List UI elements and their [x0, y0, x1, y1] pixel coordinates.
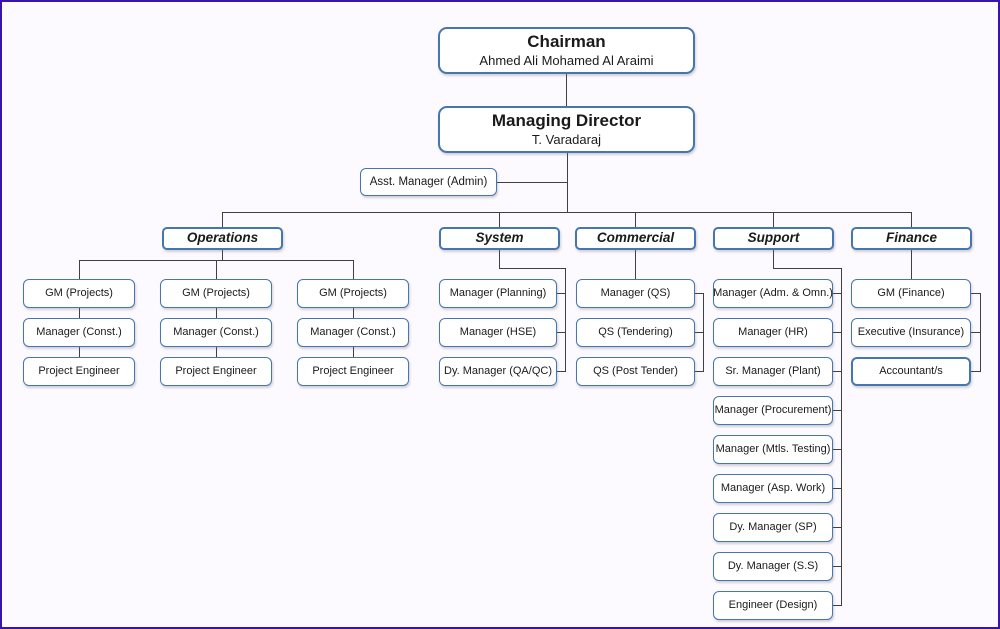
- connector-line: [695, 293, 703, 294]
- node-manager-hr: Manager (HR): [713, 318, 833, 347]
- connector-line: [499, 268, 566, 269]
- connector-line: [216, 260, 217, 279]
- connector-line: [773, 268, 841, 269]
- node-gm-projects-2: GM (Projects): [160, 279, 272, 308]
- connector-line: [971, 293, 980, 294]
- connector-line: [79, 308, 80, 318]
- connector-line: [773, 250, 774, 268]
- node-qs-post-tender: QS (Post Tender): [576, 357, 695, 386]
- node-dy-manager-ss: Dy. Manager (S.S): [713, 552, 833, 581]
- node-subtitle: T. Varadaraj: [531, 131, 602, 147]
- connector-line: [833, 605, 841, 606]
- connector-line: [353, 260, 354, 279]
- connector-chairman-md: [566, 74, 567, 106]
- node-dy-manager-sp: Dy. Manager (SP): [713, 513, 833, 542]
- connector-stub-support: [773, 212, 774, 227]
- connector-line: [911, 250, 912, 279]
- node-engineer-design: Engineer (Design): [713, 591, 833, 620]
- connector-line: [833, 410, 841, 411]
- node-manager-const-1: Manager (Const.): [23, 318, 135, 347]
- connector-stub-operations: [222, 212, 223, 227]
- division-header-commercial: Commercial: [575, 227, 696, 250]
- node-manager-procurement: Manager (Procurement): [713, 396, 833, 425]
- connector-line: [833, 332, 841, 333]
- connector-line: [833, 293, 841, 294]
- connector-line: [557, 371, 565, 372]
- connector-line: [833, 566, 841, 567]
- node-gm-projects-3: GM (Projects): [297, 279, 409, 308]
- connector-main-horizontal: [222, 212, 912, 213]
- connector-line: [216, 308, 217, 318]
- node-managing-director: Managing Director T. Varadaraj: [438, 106, 695, 153]
- connector-stub-commercial: [635, 212, 636, 227]
- connector-line: [833, 449, 841, 450]
- connector-line: [216, 347, 217, 357]
- connector-line: [833, 488, 841, 489]
- node-accountants: Accountant/s: [851, 357, 971, 386]
- node-manager-qs: Manager (QS): [576, 279, 695, 308]
- node-project-engineer-2: Project Engineer: [160, 357, 272, 386]
- node-manager-planning: Manager (Planning): [439, 279, 557, 308]
- connector-line: [635, 250, 636, 279]
- connector-line: [971, 371, 980, 372]
- node-manager-adm-omn: Manager (Adm. & Omn.): [713, 279, 833, 308]
- node-gm-projects-1: GM (Projects): [23, 279, 135, 308]
- node-subtitle: Ahmed Ali Mohamed Al Araimi: [479, 52, 654, 68]
- connector-line: [695, 371, 703, 372]
- connector-line: [499, 250, 500, 268]
- node-asst-manager-admin: Asst. Manager (Admin): [360, 168, 497, 196]
- node-sr-manager-plant: Sr. Manager (Plant): [713, 357, 833, 386]
- node-qs-tendering: QS (Tendering): [576, 318, 695, 347]
- node-manager-const-3: Manager (Const.): [297, 318, 409, 347]
- node-title: Chairman: [527, 32, 606, 51]
- connector-line: [841, 268, 842, 606]
- connector-line: [833, 371, 841, 372]
- node-manager-const-2: Manager (Const.): [160, 318, 272, 347]
- connector-stub-system: [499, 212, 500, 227]
- connector-line: [695, 332, 703, 333]
- division-header-operations: Operations: [162, 227, 283, 250]
- connector-line: [980, 293, 981, 372]
- connector-asst-manager: [497, 182, 567, 183]
- node-project-engineer-3: Project Engineer: [297, 357, 409, 386]
- connector-md-trunk: [567, 153, 568, 213]
- division-header-system: System: [439, 227, 560, 250]
- node-manager-mtls-testing: Manager (Mtls. Testing): [713, 435, 833, 464]
- division-header-support: Support: [713, 227, 834, 250]
- connector-stub-finance: [911, 212, 912, 227]
- node-chairman: Chairman Ahmed Ali Mohamed Al Araimi: [438, 27, 695, 74]
- division-header-finance: Finance: [851, 227, 972, 250]
- connector-line: [971, 332, 980, 333]
- node-title: Managing Director: [491, 111, 642, 130]
- connector-line: [703, 293, 704, 372]
- connector-line: [353, 308, 354, 318]
- node-dy-manager-qaqc: Dy. Manager (QA/QC): [439, 357, 557, 386]
- connector-line: [557, 332, 565, 333]
- node-manager-asp-work: Manager (Asp. Work): [713, 474, 833, 503]
- connector-line: [833, 527, 841, 528]
- node-executive-insurance: Executive (Insurance): [851, 318, 971, 347]
- connector-line: [222, 250, 223, 260]
- connector-line: [79, 347, 80, 357]
- node-gm-finance: GM (Finance): [851, 279, 971, 308]
- connector-line: [353, 347, 354, 357]
- connector-line: [79, 260, 80, 279]
- connector-line: [565, 268, 566, 372]
- node-project-engineer-1: Project Engineer: [23, 357, 135, 386]
- node-manager-hse: Manager (HSE): [439, 318, 557, 347]
- connector-line: [557, 293, 565, 294]
